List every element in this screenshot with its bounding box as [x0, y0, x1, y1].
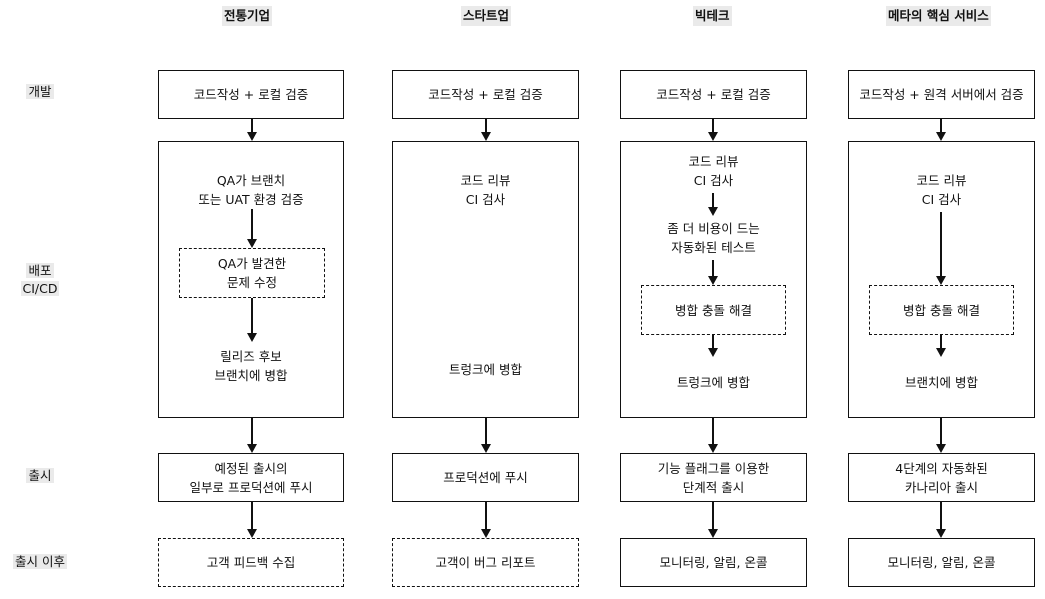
traditional-release-line2: 일부로 프로덕션에 푸시	[189, 479, 313, 495]
meta-deploy-step1-line2: CI 검사	[921, 192, 962, 207]
meta-dev-box: 코드작성 + 원격 서버에서 검증	[848, 70, 1035, 119]
startup-post-box: 고객이 버그 리포트	[392, 538, 579, 587]
meta-post-text: 모니터링, 알림, 온콜	[887, 555, 996, 570]
bigtech-post-box: 모니터링, 알림, 온콜	[620, 538, 807, 587]
traditional-release-line1: 예정된 출시의	[214, 460, 288, 476]
meta-deploy-step3: 브랜치에 병합	[849, 373, 1034, 392]
bigtech-release-line2: 단계적 출시	[682, 479, 745, 495]
traditional-deploy-step1-line2: 또는 UAT 환경 검증	[198, 192, 304, 207]
meta-deploy-step1: 코드 리뷰 CI 검사	[849, 171, 1034, 209]
bigtech-arrow-deploy-1	[707, 193, 719, 216]
traditional-deploy-step2-line1: QA가 발견한	[217, 256, 287, 271]
row-label-dev: 개발	[26, 84, 54, 99]
startup-deploy-step1-line2: CI 검사	[465, 192, 506, 207]
bigtech-deploy-step4-text: 트렁크에 병합	[677, 375, 750, 390]
startup-deploy-step1-line1: 코드 리뷰	[460, 173, 511, 188]
startup-dev-text: 코드작성 + 로컬 검증	[428, 87, 543, 102]
bigtech-merge-conflict-box: 병합 충돌 해결	[641, 285, 786, 335]
bigtech-deploy-step1: 코드 리뷰 CI 검사	[621, 152, 806, 190]
traditional-deploy-step2-line2: 문제 수정	[227, 275, 277, 290]
traditional-release-box: 예정된 출시의 일부로 프로덕션에 푸시	[158, 453, 344, 502]
bigtech-deploy-step2: 좀 더 비용이 드는 자동화된 테스트	[621, 219, 806, 257]
bigtech-deploy-step3-text: 병합 충돌 해결	[675, 302, 752, 318]
bigtech-arrow-deploy-3	[707, 335, 719, 357]
traditional-post-box: 고객 피드백 수집	[158, 538, 344, 587]
meta-merge-conflict-box: 병합 충돌 해결	[869, 285, 1014, 335]
traditional-deploy-step1: QA가 브랜치 또는 UAT 환경 검증	[159, 171, 343, 209]
meta-arrow-deploy-release	[935, 418, 947, 453]
meta-dev-text: 코드작성 + 원격 서버에서 검증	[859, 87, 1024, 102]
row-label-release: 출시	[26, 468, 54, 483]
bigtech-dev-box: 코드작성 + 로컬 검증	[620, 70, 807, 119]
startup-arrow-release-post	[480, 502, 492, 538]
startup-deploy-step2-text: 트렁크에 병합	[449, 362, 522, 377]
meta-release-line1: 4단계의 자동화된	[895, 460, 988, 476]
bigtech-deploy-step2-line1: 좀 더 비용이 드는	[667, 221, 760, 236]
row-label-deploy-line1: 배포	[26, 263, 54, 278]
startup-arrow-dev-deploy	[480, 119, 492, 141]
bigtech-release-box: 기능 플래그를 이용한 단계적 출시	[620, 453, 807, 502]
startup-deploy-step1: 코드 리뷰 CI 검사	[393, 171, 578, 209]
bigtech-deploy-step4: 트렁크에 병합	[621, 373, 806, 392]
traditional-deploy-step3: 릴리즈 후보 브랜치에 병합	[159, 347, 343, 385]
meta-arrow-release-post	[935, 502, 947, 538]
bigtech-deploy-step1-line2: CI 검사	[693, 173, 734, 188]
startup-release-text: 프로덕션에 푸시	[443, 470, 528, 485]
meta-deploy-step2-text: 병합 충돌 해결	[903, 302, 980, 318]
meta-deploy-step3-text: 브랜치에 병합	[905, 375, 978, 390]
meta-arrow-deploy-1	[935, 212, 947, 285]
bigtech-arrow-release-post	[707, 502, 719, 538]
traditional-dev-box: 코드작성 + 로컬 검증	[158, 70, 344, 119]
row-label-deploy: 배포 CI/CD	[0, 262, 80, 298]
column-header-startup: 스타트업	[461, 6, 512, 26]
meta-arrow-dev-deploy	[935, 119, 947, 141]
bigtech-arrow-deploy-release	[707, 418, 719, 453]
row-label-deploy-line2: CI/CD	[20, 281, 60, 296]
traditional-deploy-step3-line1: 릴리즈 후보	[220, 349, 282, 364]
meta-post-box: 모니터링, 알림, 온콜	[848, 538, 1035, 587]
meta-release-line2: 카나리아 출시	[905, 479, 978, 495]
bigtech-dev-text: 코드작성 + 로컬 검증	[656, 87, 771, 102]
traditional-deploy-step3-line2: 브랜치에 병합	[214, 368, 288, 383]
column-header-traditional: 전통기업	[222, 6, 273, 26]
meta-arrow-deploy-2	[935, 335, 947, 357]
startup-post-text: 고객이 버그 리포트	[435, 555, 536, 570]
traditional-dev-text: 코드작성 + 로컬 검증	[193, 87, 309, 102]
traditional-arrow-dev-deploy	[246, 119, 258, 141]
column-header-bigtech: 빅테크	[693, 6, 732, 26]
startup-arrow-deploy-release	[480, 418, 492, 453]
meta-release-box: 4단계의 자동화된 카나리아 출시	[848, 453, 1035, 502]
column-header-meta: 메타의 핵심 서비스	[886, 6, 991, 26]
traditional-arrow-deploy-1	[246, 209, 258, 248]
startup-release-box: 프로덕션에 푸시	[392, 453, 579, 502]
startup-deploy-box: 코드 리뷰 CI 검사 트렁크에 병합	[392, 141, 579, 418]
traditional-deploy-step1-line1: QA가 브랜치	[216, 173, 286, 188]
traditional-arrow-deploy-release	[246, 418, 258, 453]
traditional-post-text: 고객 피드백 수집	[206, 555, 296, 570]
startup-deploy-step2: 트렁크에 병합	[393, 360, 578, 379]
bigtech-release-line1: 기능 플래그를 이용한	[657, 460, 770, 476]
bigtech-deploy-step1-line1: 코드 리뷰	[688, 154, 739, 169]
bigtech-arrow-dev-deploy	[707, 119, 719, 141]
startup-dev-box: 코드작성 + 로컬 검증	[392, 70, 579, 119]
meta-deploy-step1-line1: 코드 리뷰	[916, 173, 967, 188]
traditional-arrow-release-post	[246, 502, 258, 538]
traditional-fix-issues-box: QA가 발견한 문제 수정	[179, 248, 325, 298]
traditional-arrow-deploy-2	[246, 298, 258, 342]
row-label-post-release: 출시 이후	[13, 554, 67, 569]
bigtech-deploy-step2-line2: 자동화된 테스트	[671, 240, 756, 255]
bigtech-arrow-deploy-2	[707, 260, 719, 285]
bigtech-post-text: 모니터링, 알림, 온콜	[659, 555, 768, 570]
